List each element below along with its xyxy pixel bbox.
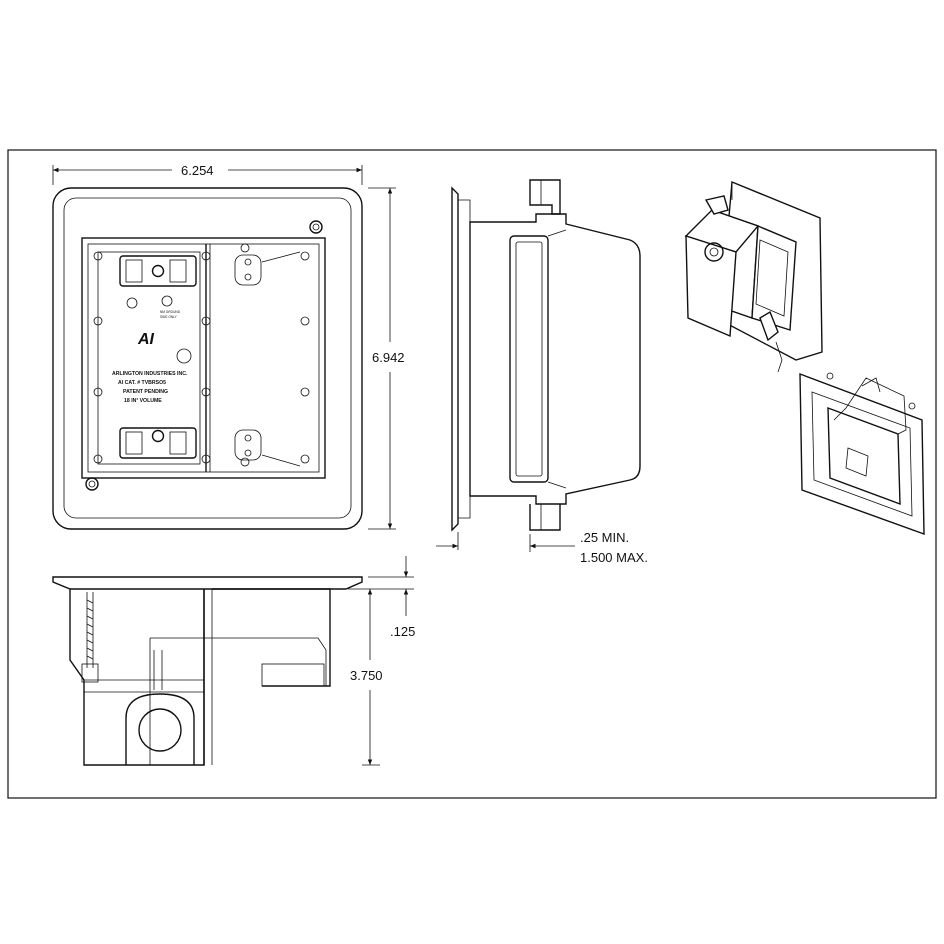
label-line-4: 18 IN³ VOLUME xyxy=(124,398,162,404)
wall-thickness-dimension: .25 MIN. 1.500 MAX. xyxy=(436,530,648,565)
bottom-view xyxy=(52,576,363,766)
isometric-view-rear xyxy=(684,180,823,373)
label-line-2: AI CAT. # TVBRSO5 xyxy=(118,380,166,386)
depth-label: 3.750 xyxy=(350,668,383,683)
height-dimension: 6.942 xyxy=(368,187,405,530)
ground-note-2: SIDE ONLY xyxy=(160,315,178,319)
height-label: 6.942 xyxy=(372,350,405,365)
mounting-holes xyxy=(93,243,310,467)
wall-max-label: 1.500 MAX. xyxy=(580,550,648,565)
ground-note-1: NM GROUND xyxy=(160,310,181,314)
drawing-border xyxy=(7,149,937,799)
arlington-logo: AI xyxy=(137,331,155,348)
label-line-3: PATENT PENDING xyxy=(123,389,168,395)
flange-dimension: .125 xyxy=(348,556,415,639)
side-view xyxy=(451,179,641,532)
label-line-1: ARLINGTON INDUSTRIES INC. xyxy=(112,371,188,377)
isometric-view-front xyxy=(799,372,925,536)
flange-label: .125 xyxy=(390,624,415,639)
depth-dimension: 3.750 xyxy=(350,589,383,766)
wall-min-label: .25 MIN. xyxy=(580,530,629,545)
front-view: NM GROUND SIDE ONLY AI ARLINGTON INDUSTR… xyxy=(52,187,363,530)
width-label: 6.254 xyxy=(181,163,214,178)
width-dimension: 6.254 xyxy=(52,163,363,185)
